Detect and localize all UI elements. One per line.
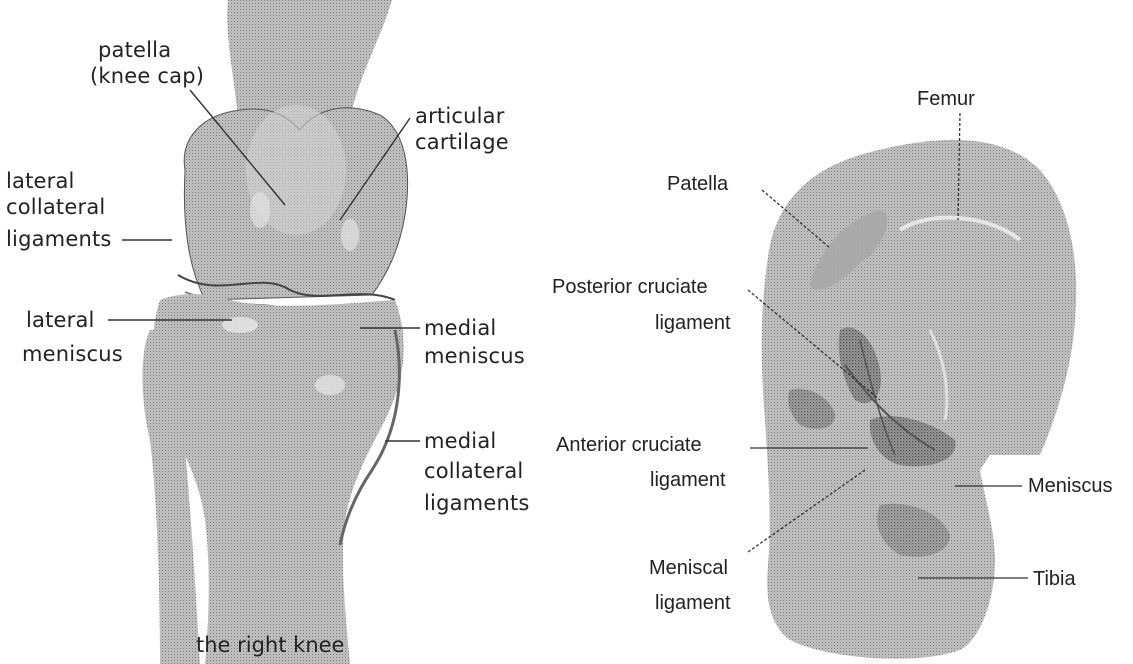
label-meniscus: Meniscus [1028, 474, 1112, 499]
label-medial-collateral-1: medial [424, 428, 496, 454]
label-cartilage: cartilage [415, 129, 509, 155]
label-posterior-cruciate-2: ligament [655, 311, 731, 336]
left-knee-drawing [108, 0, 420, 664]
caption-right-knee: the right knee [196, 632, 344, 658]
label-tibia: Tibia [1033, 567, 1076, 592]
label-lateral-collateral-3: ligaments [6, 226, 112, 252]
label-anterior-cruciate-1: Anterior cruciate [556, 433, 702, 458]
label-lateral-collateral-1: lateral [6, 168, 75, 194]
label-posterior-cruciate-1: Posterior cruciate [552, 275, 708, 300]
label-lateral-meniscus-1: lateral [26, 307, 95, 333]
label-medial-collateral-2: collateral [424, 458, 523, 484]
label-patella: patella [98, 37, 171, 63]
label-lateral-meniscus-2: meniscus [22, 341, 123, 367]
label-articular: articular [415, 103, 505, 129]
label-meniscal-2: ligament [655, 591, 731, 616]
label-patella-right: Patella [667, 172, 728, 197]
label-meniscal-1: Meniscal [649, 556, 728, 581]
label-medial-meniscus-2: meniscus [424, 343, 525, 369]
right-knee-drawing [748, 113, 1076, 659]
label-medial-collateral-3: ligaments [424, 490, 530, 516]
label-medial-meniscus-1: medial [424, 315, 496, 341]
label-femur: Femur [917, 87, 975, 112]
label-patella-kneecap: (knee cap) [90, 63, 204, 89]
label-lateral-collateral-2: collateral [6, 194, 105, 220]
label-anterior-cruciate-2: ligament [650, 468, 726, 493]
